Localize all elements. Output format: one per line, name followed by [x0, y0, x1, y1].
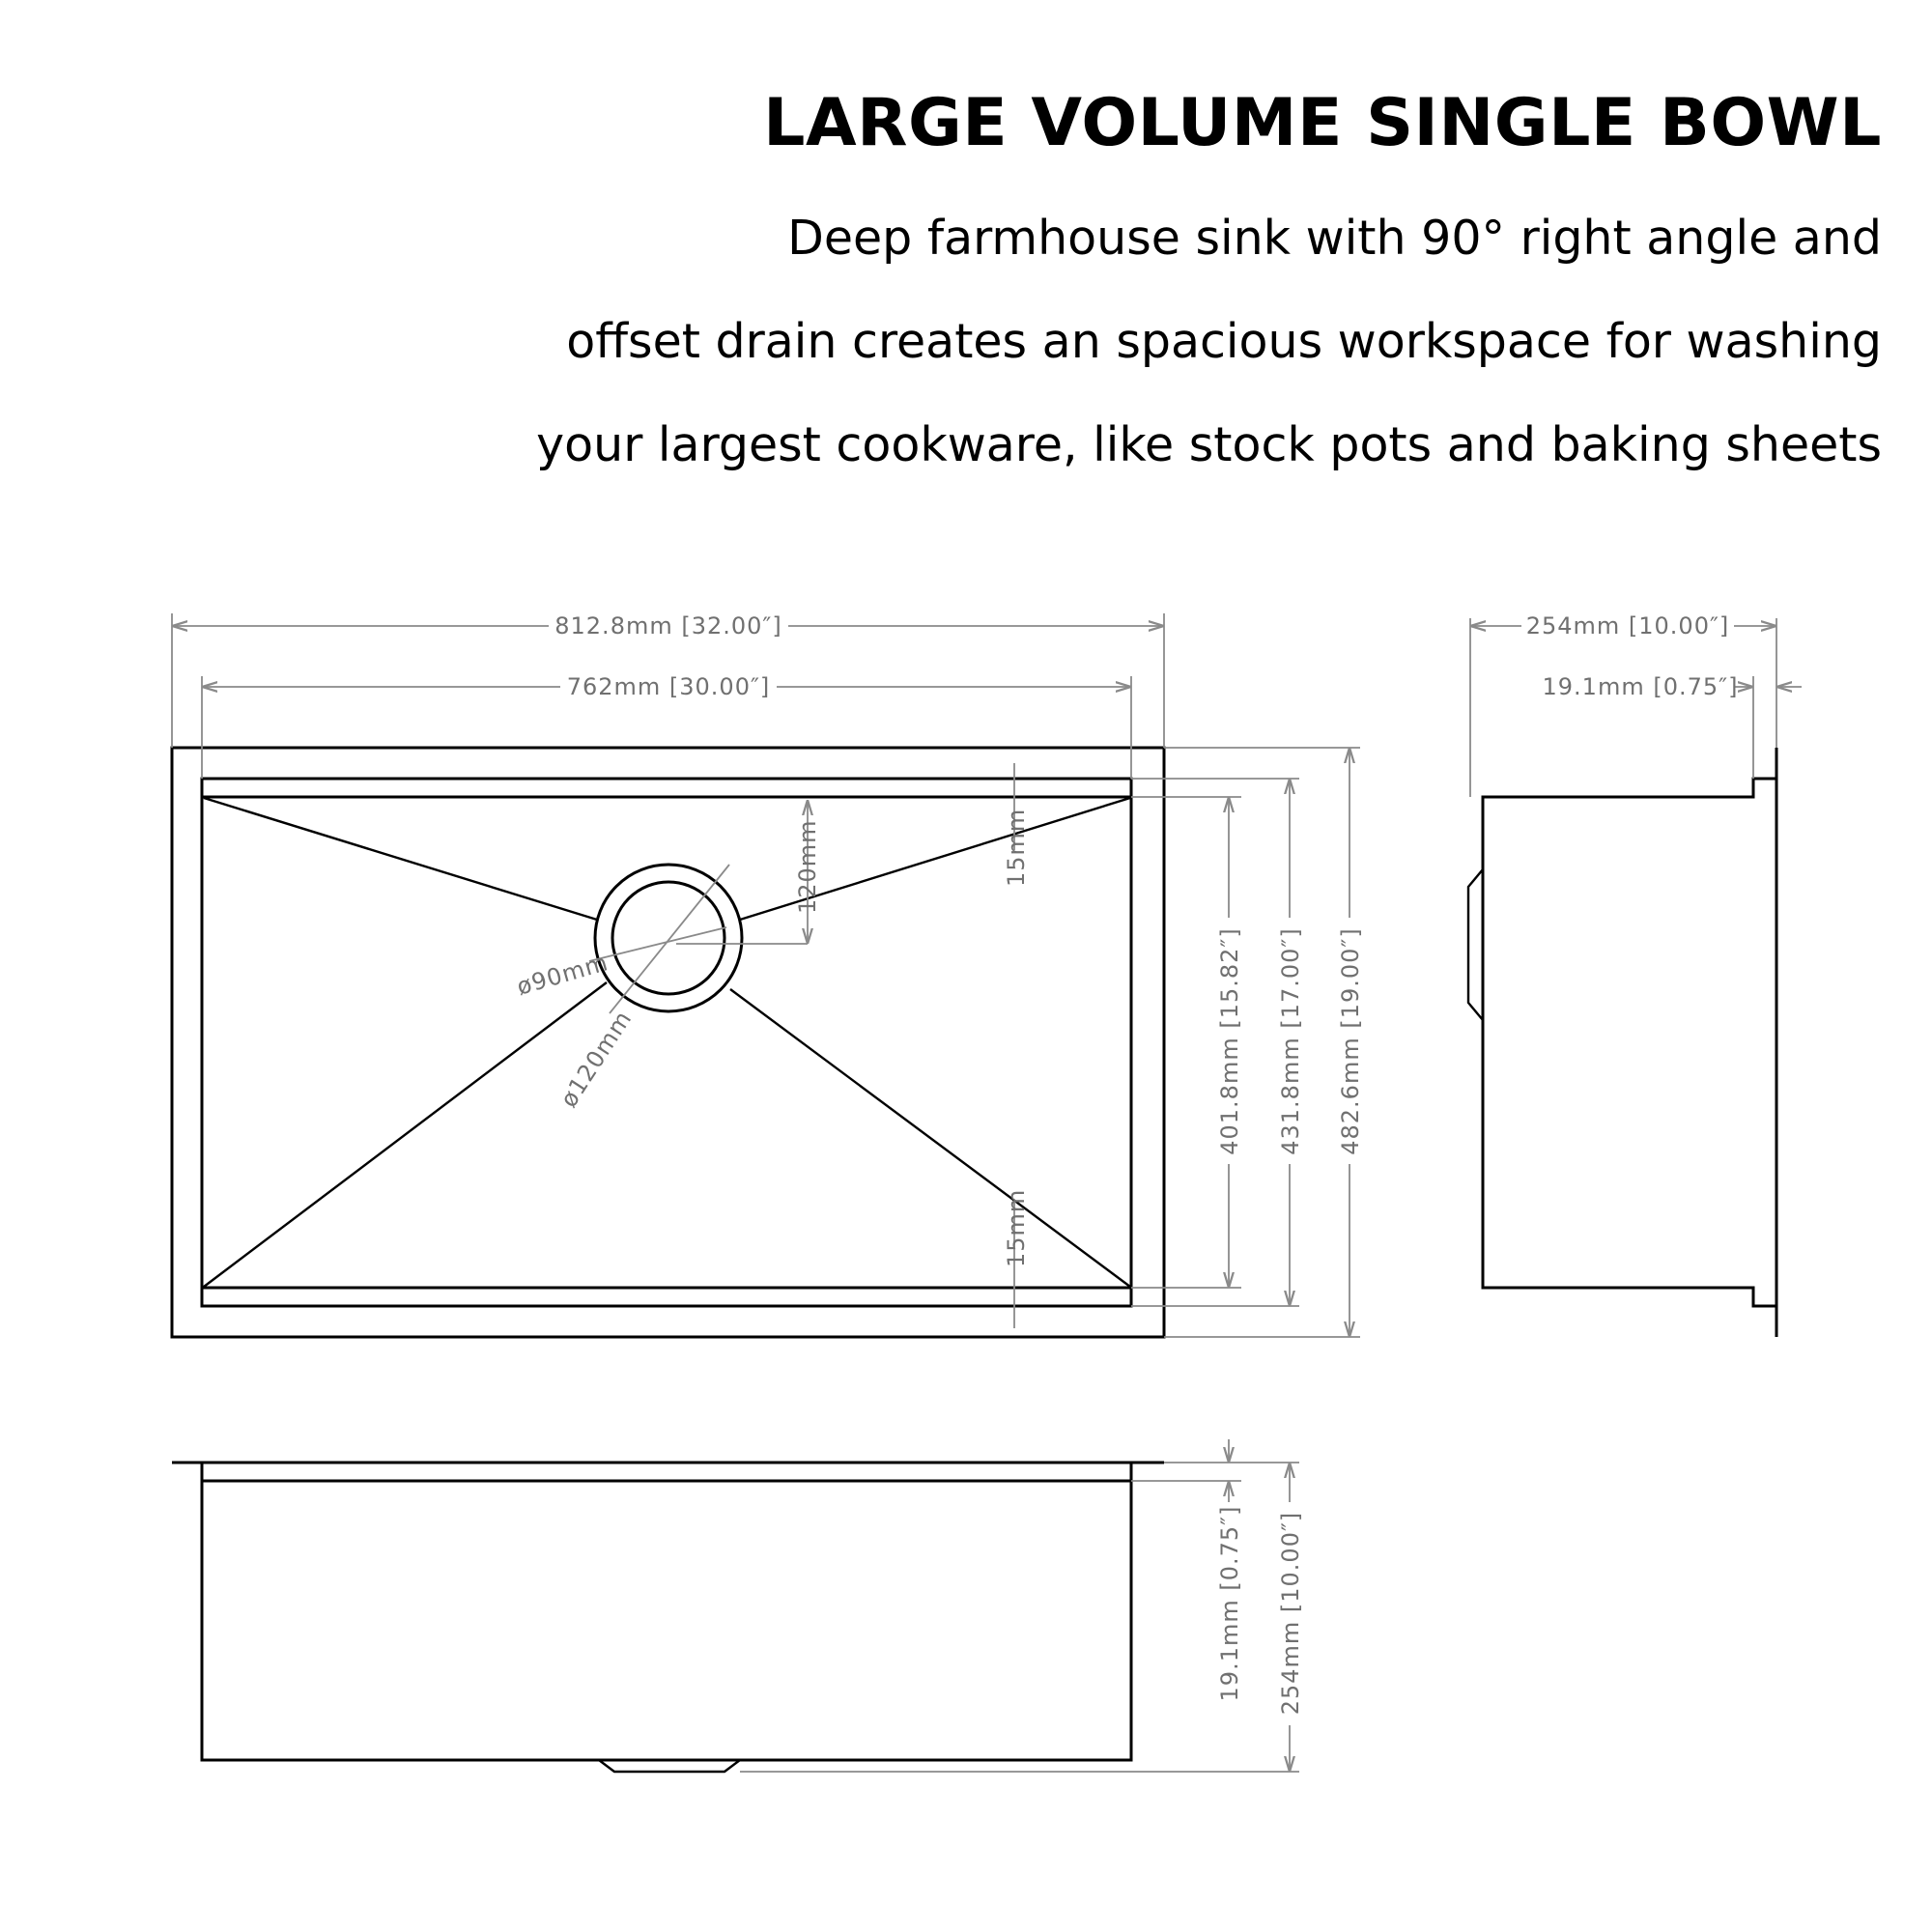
overall-length-label: 482.6mm [19.00″] — [1337, 927, 1364, 1155]
side-view-profile — [1481, 748, 1778, 1337]
drain-diameter-leader — [588, 926, 727, 962]
front-view-bowl — [200, 1463, 1133, 1762]
slope-line — [203, 981, 608, 1288]
drain-outer-circle — [593, 863, 744, 1013]
bowl-depth-label: 401.8mm [15.82″] — [1216, 927, 1243, 1155]
overall-width-label: 812.8mm [32.00″] — [554, 612, 782, 639]
front-view: 19.1mm [0.75″] 254mm [10.00″] — [172, 1439, 1304, 1774]
slope-line — [729, 988, 1131, 1288]
description-line-1: Deep farmhouse sink with 90° right angle… — [787, 211, 1882, 266]
side-view-drain-bump — [1466, 868, 1484, 1021]
inner-width-label: 762mm [30.00″] — [567, 673, 771, 700]
ledge-bottom-label: 15mm — [1003, 1189, 1030, 1267]
side-depth-label: 254mm [10.00″] — [1526, 612, 1730, 639]
drain-inner-circle — [611, 880, 726, 996]
side-flange-label: 19.1mm [0.75″] — [1543, 673, 1739, 700]
front-depth-label: 254mm [10.00″] — [1277, 1512, 1304, 1716]
inner-length-label: 431.8mm [17.00″] — [1277, 927, 1304, 1155]
drain-outer-diameter-label: ø120mm — [555, 1006, 638, 1112]
side-view: 254mm [10.00″] 19.1mm [0.75″] — [1466, 612, 1802, 1337]
top-view: ø90mm ø120mm 120mm 15mm 15mm 812.8mm [32… — [170, 612, 1364, 1339]
drain-diameter-leader — [609, 864, 730, 1014]
description-line-2: offset drain creates an spacious workspa… — [566, 314, 1882, 369]
front-view-drain — [598, 1759, 741, 1774]
drain-inner-diameter-label: ø90mm — [514, 949, 611, 1001]
top-view-inner-edge — [200, 777, 1133, 1308]
front-flange-label: 19.1mm [0.75″] — [1216, 1506, 1243, 1702]
drain-offset-label: 120mm — [794, 819, 821, 914]
slope-line — [203, 796, 598, 922]
top-view-outer-rim — [170, 746, 1166, 1339]
ledge-top-label: 15mm — [1003, 809, 1030, 887]
description-line-3: your largest cookware, like stock pots a… — [536, 417, 1882, 472]
page-title: LARGE VOLUME SINGLE BOWL — [763, 85, 1882, 161]
